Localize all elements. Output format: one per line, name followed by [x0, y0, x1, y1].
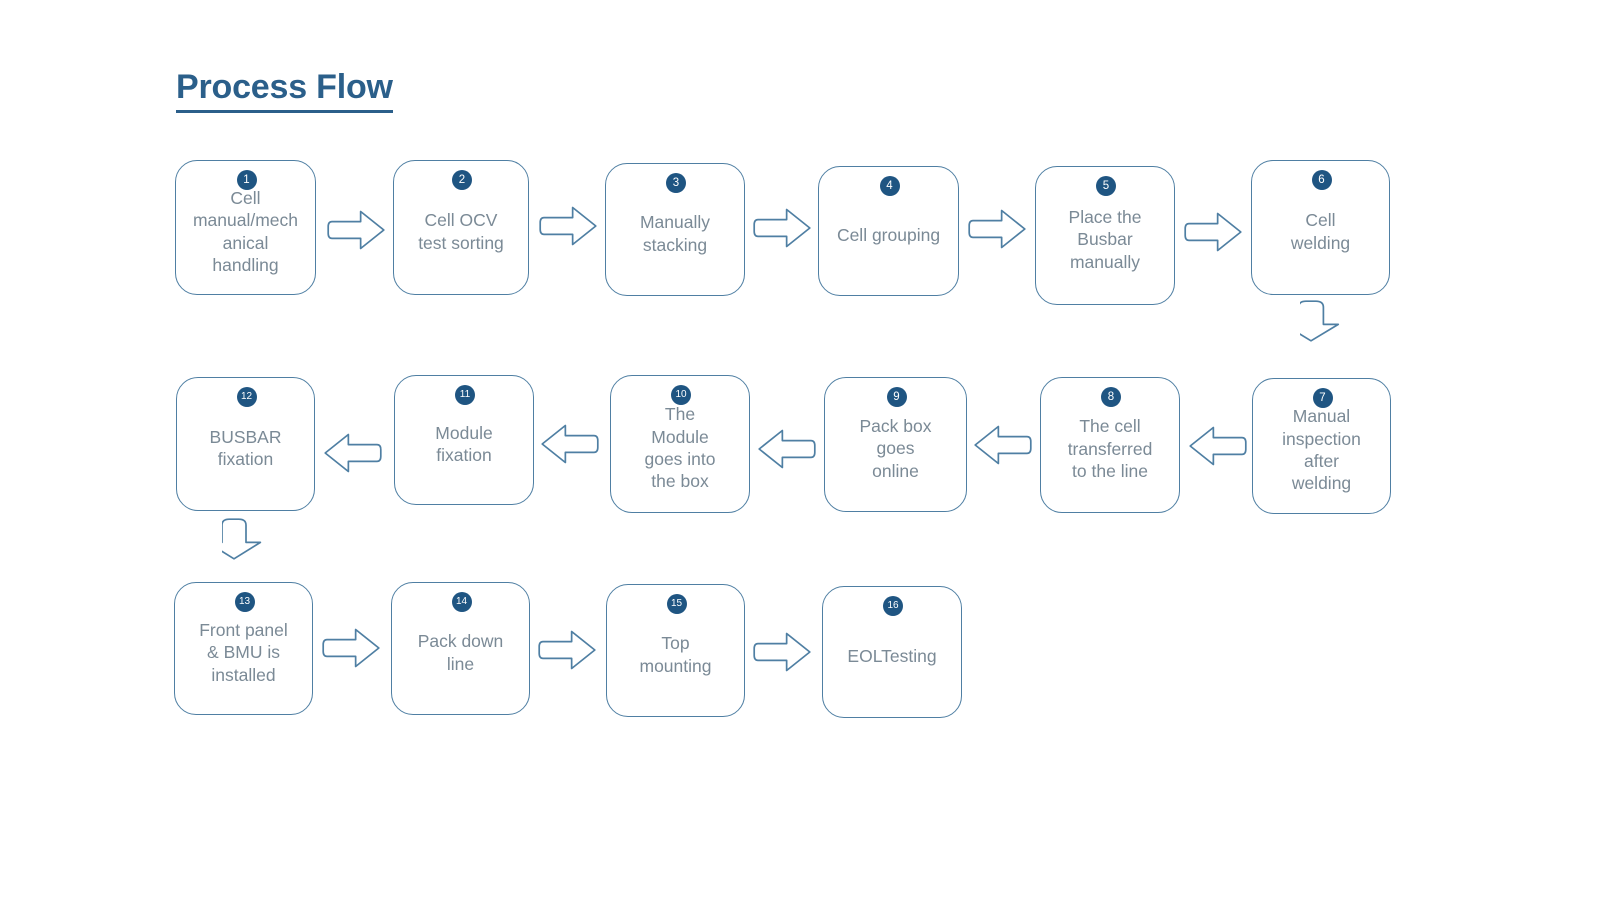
- step-label: Module fixation: [435, 422, 493, 465]
- flow-arrow-right-icon: [327, 210, 385, 250]
- step-number-badge: 8: [1101, 387, 1121, 407]
- step-label: BUSBAR fixation: [209, 426, 282, 469]
- step-number-badge: 11: [455, 385, 475, 405]
- step-number-badge: 12: [236, 387, 257, 407]
- step-number-badge: 13: [234, 592, 255, 612]
- flow-arrow-right-icon: [539, 206, 597, 246]
- step-number-badge: 4: [879, 176, 900, 196]
- step-number-badge: 15: [666, 594, 687, 614]
- step-label: Cell manual/mech anical handling: [192, 187, 299, 275]
- flow-arrow-right-icon: [753, 208, 811, 248]
- flow-arrow-right-icon: [968, 209, 1026, 249]
- step-number-badge: 1: [236, 170, 257, 190]
- step-number-badge: 10: [671, 385, 691, 405]
- step-number-badge: 7: [1312, 388, 1333, 408]
- flow-arrow-right-icon: [538, 630, 596, 670]
- step-label: Cell OCV test sorting: [418, 210, 504, 253]
- flow-arrow-left-icon: [1189, 426, 1247, 466]
- step-number-badge: 16: [883, 596, 903, 616]
- flow-arrow-down-icon: [222, 518, 262, 560]
- step-label: The cell transferred to the line: [1067, 416, 1153, 482]
- flow-arrow-left-icon: [758, 429, 816, 469]
- flow-arrow-right-icon: [753, 632, 811, 672]
- step-label: Cell grouping: [836, 224, 941, 245]
- step-label: Top mounting: [639, 633, 712, 676]
- step-label: Manually stacking: [639, 212, 711, 255]
- step-label: Front panel & BMU is installed: [199, 619, 288, 685]
- flow-arrow-left-icon: [974, 425, 1032, 465]
- step-label: The Module goes into the box: [644, 404, 716, 492]
- flow-arrow-right-icon: [322, 628, 380, 668]
- step-label: Cell welding: [1290, 210, 1351, 253]
- step-number-badge: 6: [1311, 170, 1332, 190]
- step-number-badge: 2: [452, 170, 472, 190]
- flow-arrow-left-icon: [324, 433, 382, 473]
- flow-arrow-left-icon: [541, 424, 599, 464]
- step-label: Pack box goes online: [859, 415, 932, 481]
- step-number-badge: 9: [886, 387, 907, 407]
- step-label: Pack down line: [417, 631, 504, 674]
- step-label: Manual inspection after welding: [1282, 406, 1361, 494]
- step-number-badge: 14: [451, 592, 472, 612]
- step-number-badge: 3: [666, 173, 686, 193]
- flow-arrow-down-icon: [1300, 300, 1340, 342]
- step-label: EOLTesting: [847, 645, 937, 666]
- step-label: Place the Busbar manually: [1068, 206, 1142, 272]
- page-title: Process Flow: [176, 68, 393, 114]
- step-number-badge: 5: [1096, 176, 1116, 196]
- flow-arrow-right-icon: [1184, 212, 1242, 252]
